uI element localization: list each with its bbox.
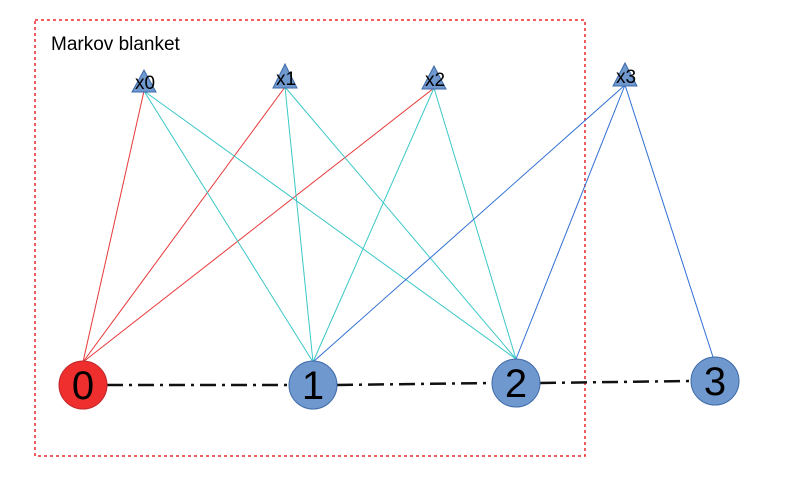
edge-x0-n2: [143, 90, 517, 360]
node-label: 2: [505, 362, 527, 406]
input-label: x3: [616, 67, 636, 88]
nodes-layer: 0 1 2 3: [58, 356, 740, 410]
node-label: 0: [72, 364, 94, 408]
input-x3: x3: [612, 61, 638, 88]
edges-layer: [82, 84, 714, 363]
node-label: 1: [302, 364, 324, 408]
node-circle: [491, 358, 541, 408]
input-x2: x2: [421, 64, 447, 91]
edge-x0-n1: [143, 90, 314, 363]
inputs-layer: x0 x1 x2 x3: [131, 61, 638, 94]
edge-x3-n3: [624, 84, 714, 358]
chain-link-n1-n2: [336, 381, 493, 387]
edge-x2-n0: [82, 87, 435, 363]
input-x1: x1: [272, 62, 298, 90]
triangle-icon: [421, 64, 447, 90]
node-1: 1: [288, 360, 338, 410]
markov-blanket-label: Markov blanket: [51, 34, 181, 55]
node-circle: [288, 360, 338, 410]
node-3: 3: [690, 356, 740, 406]
node-2: 2: [491, 358, 541, 408]
chain-layer: [107, 379, 692, 387]
node-circle: [58, 360, 108, 410]
edge-x3-n1: [312, 84, 626, 363]
edge-x1-n2: [284, 86, 517, 360]
input-x0: x0: [131, 68, 157, 94]
edge-x2-n2: [433, 87, 517, 360]
edge-x2-n1: [312, 87, 435, 363]
chain-link-n2-n3: [539, 379, 692, 385]
input-label: x1: [276, 69, 296, 90]
triangle-icon: [131, 68, 157, 93]
triangle-icon: [612, 61, 638, 87]
node-0: 0: [58, 360, 108, 410]
node-circle: [690, 356, 740, 406]
node-label: 3: [704, 360, 726, 404]
edge-x1-n1: [284, 86, 314, 363]
triangle-icon: [272, 62, 298, 89]
edge-x1-n0: [82, 86, 286, 363]
edge-x3-n2: [515, 84, 626, 360]
input-label: x0: [135, 73, 155, 94]
markov-blanket-box: [34, 19, 586, 457]
input-label: x2: [425, 70, 445, 91]
edge-x0-n0: [82, 90, 145, 363]
